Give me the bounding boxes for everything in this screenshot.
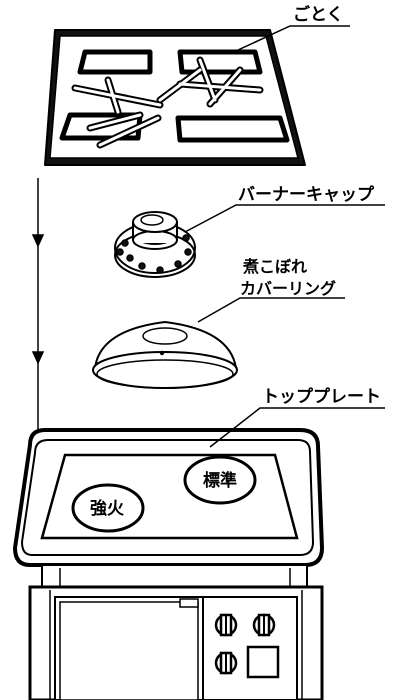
top-plate-leader (209, 407, 385, 448)
trivet (44, 29, 306, 166)
trivet-leader (237, 25, 350, 51)
burner-cap-label: バーナーキャップ (238, 184, 375, 205)
spill-ring-label-line1: 煮こぼれ (242, 257, 307, 276)
spill-cover-ring (92, 320, 238, 389)
burner-zone-strong (71, 483, 145, 533)
knob-icon (252, 613, 276, 637)
knob-icon (214, 613, 238, 637)
burner-cap (114, 211, 196, 278)
burner-cap-leader (184, 204, 385, 233)
control-knobs (214, 613, 280, 679)
display-panel (246, 645, 280, 679)
knob-icon (214, 651, 238, 675)
top-plate (12, 428, 325, 567)
burner-zone-standard (183, 455, 257, 505)
spill-ring-label-line2: カバーリング (240, 279, 336, 298)
top-plate-label: トッププレート (262, 386, 381, 407)
spill-ring-leader (197, 297, 345, 323)
zone-standard-label: 標準 (203, 470, 237, 491)
zone-strong-label: 強火 (90, 498, 125, 519)
stove-body (28, 564, 324, 700)
trivet-label: ごとく (293, 4, 344, 25)
